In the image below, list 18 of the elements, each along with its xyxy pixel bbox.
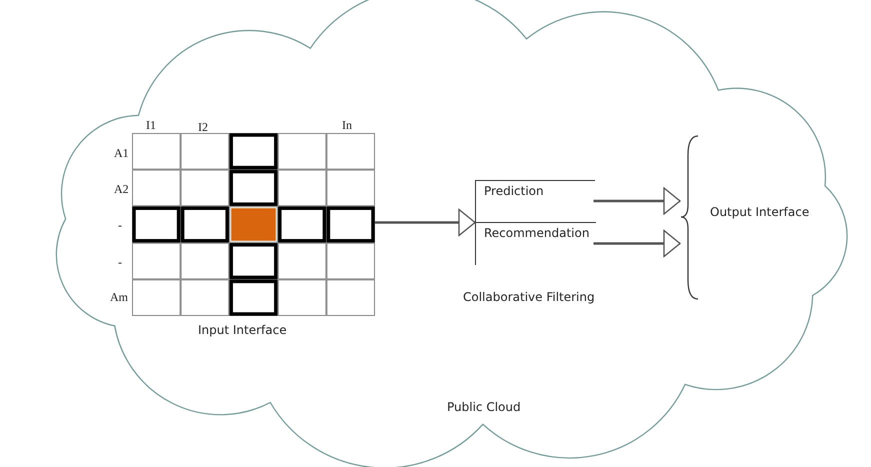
grid-caption: Input Interface: [198, 323, 287, 337]
row-heading: Am: [110, 290, 128, 305]
box-caption: Collaborative Filtering: [463, 290, 595, 304]
column-heading: I1: [146, 118, 156, 133]
column-heading: I2: [198, 120, 208, 135]
row-heading: A2: [114, 182, 129, 197]
arrow: [375, 208, 476, 236]
compartment-label: Prediction: [484, 184, 544, 198]
row-heading: A1: [114, 146, 129, 161]
arrow: [594, 230, 681, 258]
output-label: Output Interface: [710, 205, 810, 219]
cloud-label: Public Cloud: [447, 400, 521, 414]
arrow: [594, 187, 681, 215]
row-heading: -: [118, 255, 122, 270]
compartment-label: Recommendation: [484, 226, 590, 240]
column-heading: In: [342, 118, 352, 133]
row-heading: -: [118, 218, 122, 233]
compartment: [476, 181, 596, 223]
